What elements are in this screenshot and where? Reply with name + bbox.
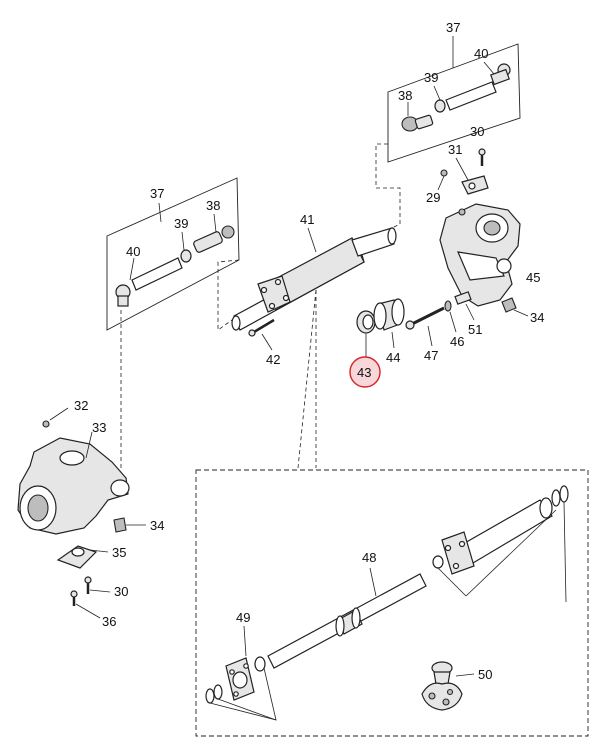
part-40-tie-rod[interactable]	[445, 63, 511, 111]
callout-43[interactable]: 43	[357, 365, 371, 380]
part-29-grease-nipple[interactable]	[440, 169, 448, 177]
callout-40-right: 40	[474, 46, 488, 61]
part-46-washer[interactable]	[444, 300, 452, 312]
part-51-pin[interactable]	[454, 291, 472, 305]
part-43-seal-ring[interactable]	[356, 310, 376, 334]
part-32-grease-nipple-left[interactable]	[42, 420, 50, 428]
part-42-bolt[interactable]	[248, 318, 275, 337]
callout-37-right: 37	[446, 20, 460, 35]
part-33-steering-knuckle-left[interactable]	[17, 437, 130, 535]
part-31-bracket[interactable]	[461, 175, 489, 195]
callout-36: 36	[102, 614, 116, 629]
part-34-nut-right[interactable]	[501, 297, 517, 313]
callout-39-left: 39	[174, 216, 188, 231]
part-44-bushing[interactable]	[373, 298, 405, 331]
callout-38-right: 38	[398, 88, 412, 103]
seal-ring-flange	[205, 684, 223, 704]
callout-30-top: 30	[470, 124, 484, 139]
callout-29: 29	[426, 190, 440, 205]
part-45-steering-knuckle[interactable]	[439, 203, 521, 307]
callout-34-left: 34	[150, 518, 164, 533]
callout-46: 46	[450, 334, 464, 349]
part-39-nut-left[interactable]	[180, 249, 192, 263]
tie-rod-group-left	[106, 177, 240, 470]
callout-32: 32	[74, 398, 88, 413]
callout-31: 31	[448, 142, 462, 157]
callout-33: 33	[92, 420, 106, 435]
callout-41: 41	[300, 212, 314, 227]
part-47-bolt[interactable]	[405, 306, 445, 330]
callout-30-left: 30	[114, 584, 128, 599]
part-40-tie-rod-left[interactable]	[115, 257, 183, 307]
callout-34-right: 34	[530, 310, 544, 325]
callout-48: 48	[362, 550, 376, 565]
callout-44: 44	[386, 350, 400, 365]
cylinder-kit-exploded-view	[195, 469, 589, 737]
callout-39-right: 39	[424, 70, 438, 85]
part-38-tie-rod-end-left[interactable]	[193, 225, 235, 253]
part-30-screw-left[interactable]	[84, 576, 92, 594]
exploded-view-frame	[195, 469, 589, 737]
part-36-screw-left[interactable]	[70, 590, 78, 606]
callout-37-left: 37	[150, 186, 164, 201]
part-30-screw-top[interactable]	[478, 148, 486, 166]
callout-50: 50	[478, 667, 492, 682]
callout-40-left: 40	[126, 244, 140, 259]
tie-rod-group-right	[387, 36, 521, 163]
callout-45: 45	[526, 270, 540, 285]
part-49-end-flange[interactable]	[225, 657, 255, 701]
callout-47: 47	[424, 348, 438, 363]
part-38-tie-rod-end[interactable]	[401, 114, 434, 132]
cylinder-barrel[interactable]	[441, 497, 553, 575]
part-41-steering-cylinder[interactable]	[231, 227, 397, 331]
group-box-37-right	[387, 43, 521, 163]
highlight-ring-43[interactable]	[349, 356, 381, 388]
seal-ring-barrel	[551, 485, 569, 507]
part-48-piston-rod[interactable]	[267, 573, 427, 669]
callout-38-left: 38	[206, 198, 220, 213]
callout-49: 49	[236, 610, 250, 625]
part-34-nut-left[interactable]	[113, 517, 127, 533]
callout-labels: 37 40 39 38 30 31 29 37 39 38 40 41 45 3…	[74, 20, 544, 682]
callout-35: 35	[112, 545, 126, 560]
part-35-bracket-left[interactable]	[56, 545, 98, 569]
callout-42: 42	[266, 352, 280, 367]
callout-51: 51	[468, 322, 482, 337]
cylinder-mount-flange	[257, 275, 291, 313]
part-39-nut[interactable]	[434, 99, 446, 113]
part-50-assembly-tool[interactable]	[421, 661, 463, 711]
